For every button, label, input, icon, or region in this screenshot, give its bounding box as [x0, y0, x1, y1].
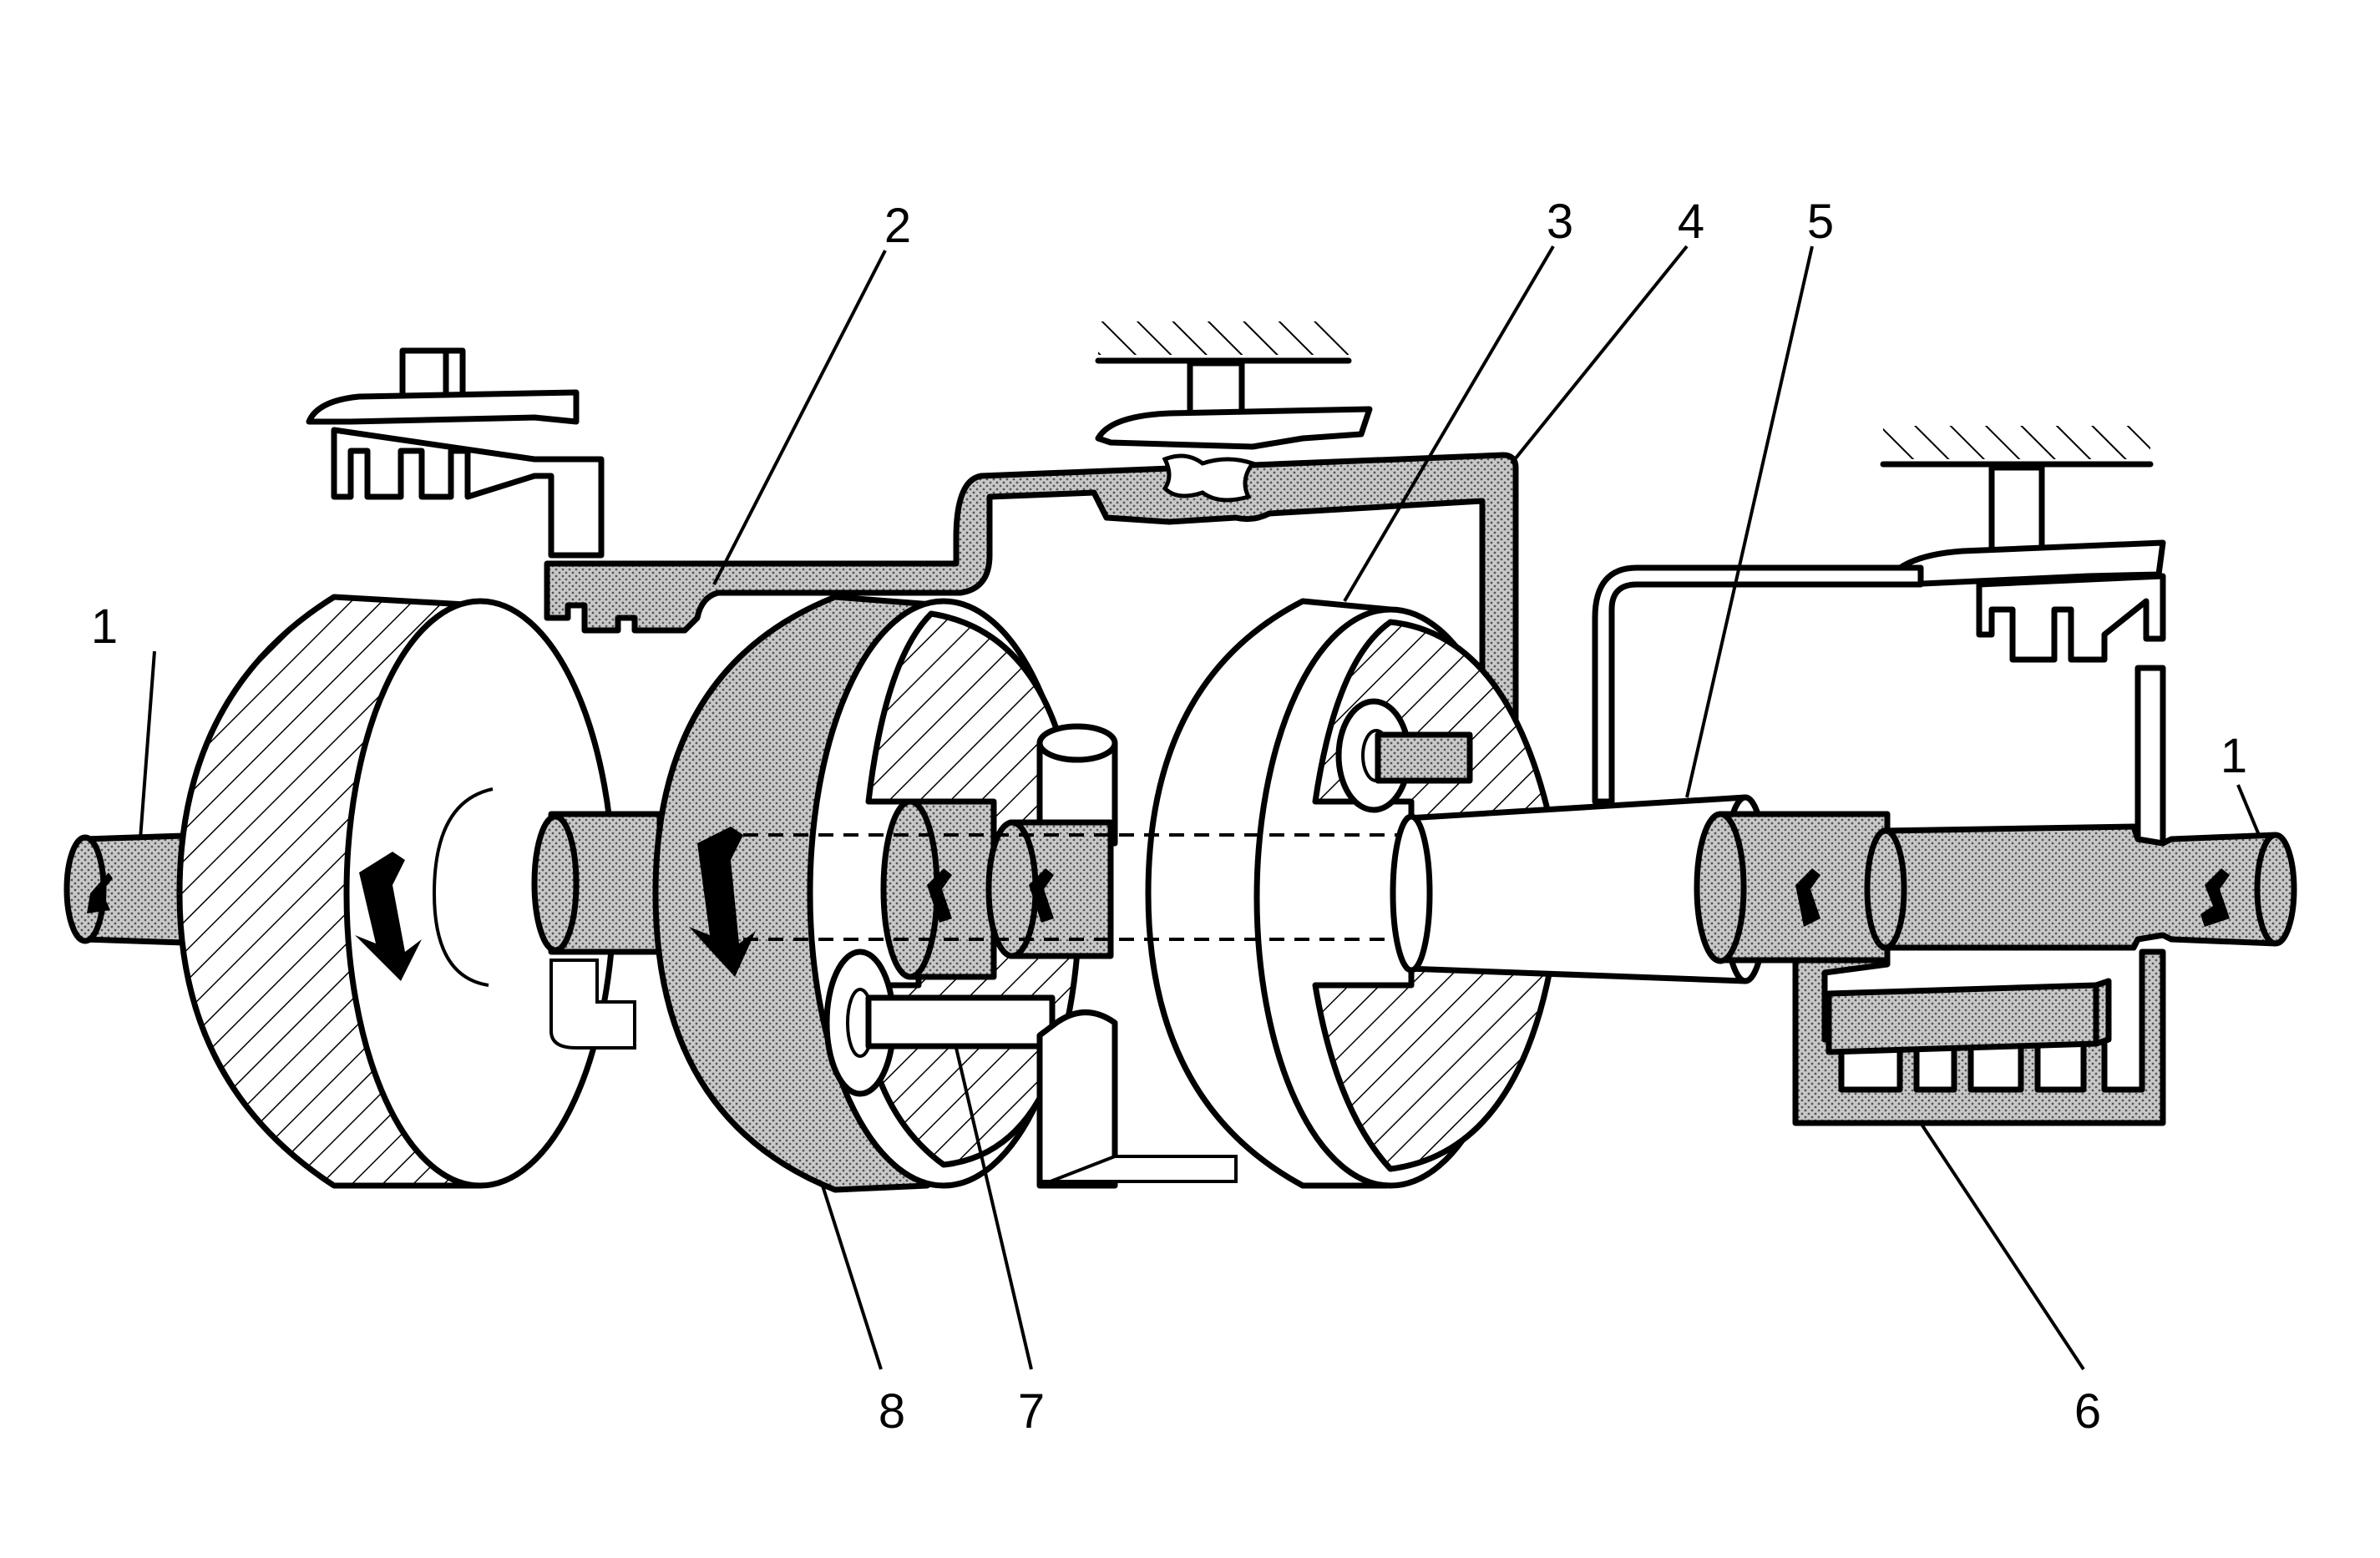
- callout-1-right: 1: [2220, 729, 2247, 783]
- callout-5: 5: [1807, 195, 1834, 249]
- callout-labels: 1 2 3 4 5 6 7 8 1: [91, 195, 2247, 1439]
- rotation-arrow-icon: [2200, 868, 2230, 927]
- rotation-arrow-icon: [355, 852, 422, 981]
- left-input-disc: [176, 594, 663, 1189]
- right-shaft: [1694, 811, 2297, 964]
- callout-8: 8: [879, 1384, 905, 1439]
- callout-1-left: 1: [91, 599, 118, 654]
- callout-7: 7: [1018, 1384, 1045, 1439]
- ground-anchors: [1095, 321, 2154, 468]
- rotation-arrow-icon: [1795, 868, 1820, 927]
- right-top-band: [1592, 464, 2166, 926]
- planet-carrier: [823, 723, 1238, 1189]
- rotation-arrow-icon: [689, 827, 756, 977]
- rear-brake-clutch: [1792, 948, 2166, 1126]
- rotation-arrow-icon: [87, 873, 113, 913]
- callout-2: 2: [884, 199, 911, 253]
- rotation-arrow-icon: [1029, 868, 1054, 923]
- middle-top-band: [1095, 360, 1373, 450]
- left-top-band: [306, 347, 605, 559]
- callout-3: 3: [1547, 195, 1573, 249]
- rotation-arrow-icon: [927, 868, 952, 923]
- leader-lines: [139, 245, 2261, 1371]
- callout-6: 6: [2074, 1384, 2101, 1439]
- callout-4: 4: [1678, 195, 1704, 249]
